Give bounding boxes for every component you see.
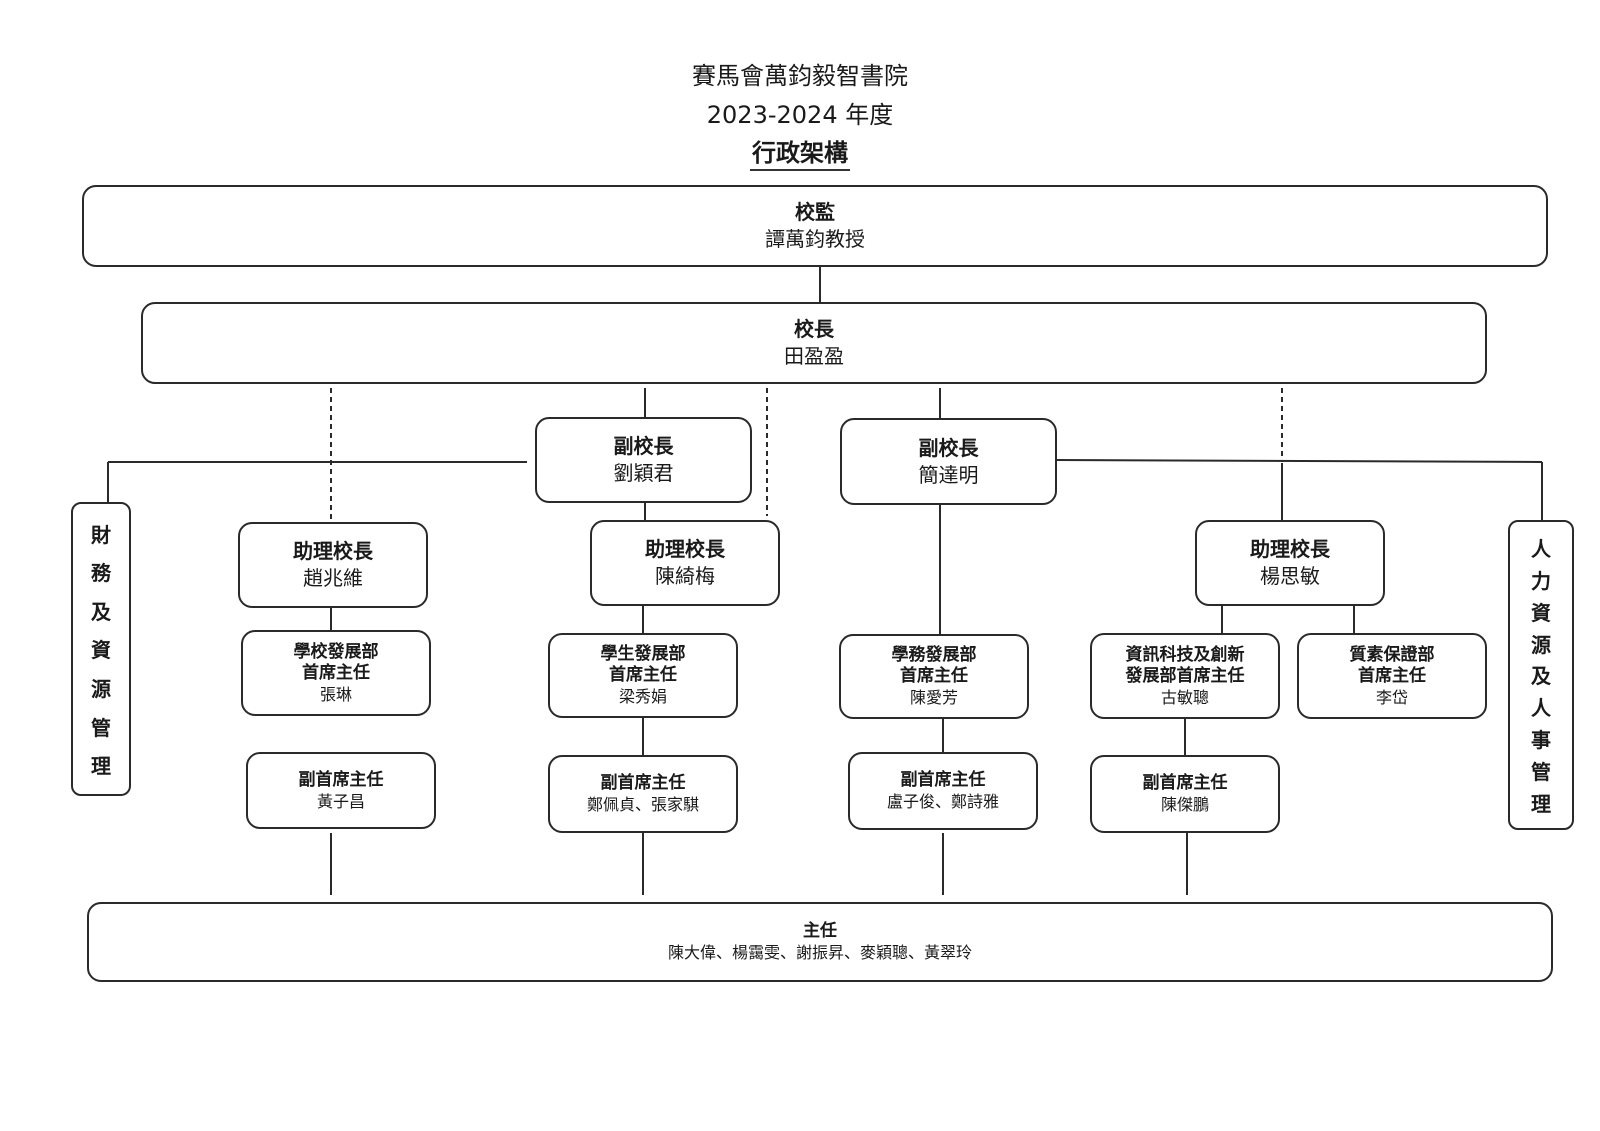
department-head-name: 李岱 — [1375, 687, 1408, 707]
deputy-head-box-3: 副首席主任 盧子俊、鄭詩雅 — [848, 752, 1038, 830]
department-role: 學生發展部 — [600, 644, 686, 664]
deputy-head-name: 鄭佩貞、張家騏 — [586, 795, 699, 814]
vice-principal-role: 副校長 — [613, 434, 674, 458]
department-box-it-innovation: 資訊科技及創新 發展部首席主任 古敏聰 — [1090, 633, 1280, 719]
department-box-student-development: 學生發展部 首席主任 梁秀娟 — [548, 633, 738, 718]
vice-principal-box-2: 副校長 簡達明 — [840, 418, 1057, 505]
department-head-name: 古敏聰 — [1160, 687, 1209, 707]
school-year: 2023-2024 年度 — [706, 101, 894, 129]
vice-principal-box-1: 副校長 劉穎君 — [535, 417, 752, 503]
directors-role: 主任 — [803, 921, 837, 941]
assistant-principal-box-1: 助理校長 趙兆維 — [238, 522, 428, 608]
deputy-head-box-2: 副首席主任 鄭佩貞、張家騏 — [548, 755, 738, 833]
assistant-principal-name: 楊思敏 — [1260, 564, 1320, 588]
assistant-principal-name: 陳綺梅 — [655, 564, 715, 588]
supervisor-name: 譚萬鈞教授 — [765, 227, 865, 251]
deputy-head-name: 黃子昌 — [316, 791, 365, 811]
department-box-quality-assurance: 質素保證部 首席主任 李岱 — [1297, 633, 1487, 719]
assistant-principal-role: 助理校長 — [1250, 537, 1330, 561]
assistant-principal-box-3: 助理校長 楊思敏 — [1195, 520, 1385, 606]
directors-box: 主任 陳大偉、楊靄雯、謝振昇、麥穎聰、黃翠玲 — [87, 902, 1553, 982]
department-head-name: 陳愛芳 — [909, 688, 958, 707]
department-role: 首席主任 — [302, 662, 370, 683]
supervisor-role: 校監 — [795, 200, 835, 224]
directors-names: 陳大偉、楊靄雯、謝振昇、麥穎聰、黃翠玲 — [667, 943, 972, 962]
school-name: 賽馬會萬鈞毅智書院 — [692, 62, 908, 90]
vice-principal-role: 副校長 — [918, 435, 979, 460]
deputy-head-role: 副首席主任 — [900, 770, 986, 790]
deputy-head-role: 副首席主任 — [600, 773, 686, 793]
assistant-principal-box-2: 助理校長 陳綺梅 — [590, 520, 780, 606]
deputy-head-box-4: 副首席主任 陳傑鵬 — [1090, 755, 1280, 833]
assistant-principal-name: 趙兆維 — [303, 566, 363, 590]
department-role: 資訊科技及創新 — [1125, 644, 1245, 665]
deputy-head-box-1: 副首席主任 黃子昌 — [246, 752, 436, 829]
assistant-principal-role: 助理校長 — [293, 539, 373, 563]
principal-box: 校長 田盈盈 — [141, 302, 1487, 384]
deputy-head-role: 副首席主任 — [298, 769, 384, 790]
supervisor-box: 校監 譚萬鈞教授 — [82, 185, 1548, 267]
deputy-head-role: 副首席主任 — [1142, 773, 1228, 793]
department-box-academic-development: 學務發展部 首席主任 陳愛芳 — [839, 634, 1029, 719]
department-role: 學務發展部 — [891, 645, 977, 665]
hr-management-box: 人 力 資 源 及 人 事 管 理 — [1508, 520, 1574, 830]
department-role: 發展部首席主任 — [1125, 665, 1245, 686]
department-role: 學校發展部 — [293, 641, 379, 662]
department-role: 質素保證部 — [1349, 644, 1435, 665]
finance-resources-box: 財 務 及 資 源 管 理 — [71, 502, 131, 796]
principal-role: 校長 — [794, 317, 834, 341]
department-role: 首席主任 — [609, 665, 677, 685]
department-box-school-development: 學校發展部 首席主任 張琳 — [241, 630, 431, 716]
department-head-name: 張琳 — [319, 684, 352, 704]
deputy-head-name: 盧子俊、鄭詩雅 — [886, 792, 999, 811]
vice-principal-name: 劉穎君 — [613, 461, 674, 485]
department-head-name: 梁秀娟 — [618, 687, 667, 706]
principal-name: 田盈盈 — [784, 344, 844, 368]
assistant-principal-role: 助理校長 — [645, 537, 725, 561]
deputy-head-name: 陳傑鵬 — [1160, 795, 1209, 814]
department-role: 首席主任 — [900, 666, 968, 686]
chart-title: 行政架構 — [0, 133, 1600, 171]
department-role: 首席主任 — [1358, 665, 1426, 686]
vice-principal-name: 簡達明 — [918, 462, 979, 487]
